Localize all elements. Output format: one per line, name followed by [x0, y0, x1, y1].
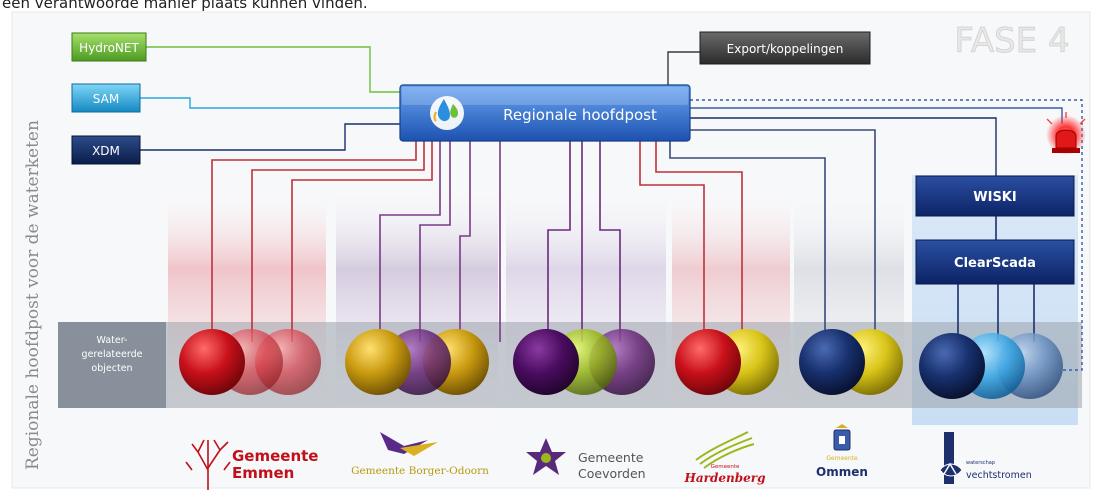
connector-alarm-dashed — [690, 99, 1083, 371]
alarm-light-icon — [1046, 112, 1086, 155]
objects-label-line3: objecten — [91, 363, 132, 374]
wiski-box[interactable]: WISKI — [915, 175, 1075, 217]
sphere-hardenberg-1 — [675, 329, 741, 395]
clearscada-box[interactable]: ClearScada — [915, 239, 1075, 285]
water-drops-icon — [430, 96, 464, 130]
logo-emmen-line2: Emmen — [232, 464, 294, 482]
logo-hardenberg-line1: Gemeente — [711, 464, 740, 470]
connector-xdm — [140, 123, 400, 151]
objects-label-line1: Water- — [97, 335, 128, 346]
crest-icon — [833, 424, 851, 451]
hub-label: Regionale hoofdpost — [503, 106, 657, 124]
logo-vechtstromen-line1: waterschap — [966, 460, 995, 466]
star-icon — [526, 438, 566, 475]
objects-label-line2: gerelateerde — [82, 349, 143, 360]
xdm-label: XDM — [92, 144, 120, 158]
tree-icon — [185, 439, 231, 490]
sphere-ommen-1 — [799, 329, 865, 395]
objects-label-box — [58, 322, 166, 408]
sphere-vechtstromen-1 — [919, 333, 985, 399]
sphere-borger-1 — [345, 329, 411, 395]
xdm-box[interactable]: XDM — [71, 135, 141, 165]
hydronet-label: HydroNET — [79, 41, 139, 55]
side-title: Regionale hoofdpost voor de waterketen — [23, 120, 43, 470]
hub-box[interactable]: Regionale hoofdpost — [399, 84, 691, 142]
logo-emmen: Gemeente Emmen — [185, 439, 318, 490]
connector-sam — [140, 97, 400, 109]
logo-borger-odoorn: Gemeente Borger-Odoorn — [351, 432, 489, 477]
fields-icon — [695, 431, 755, 469]
waterboard-icon — [939, 432, 963, 484]
sphere-coevorden-1 — [513, 329, 579, 395]
logo-emmen-line1: Gemeente — [232, 447, 318, 465]
logo-coevorden: Gemeente Coevorden — [526, 438, 646, 481]
export-label: Export/koppelingen — [727, 42, 844, 56]
logo-coevorden-line1: Gemeente — [578, 450, 644, 465]
logo-ommen-line2: Ommen — [816, 465, 868, 479]
swoosh-icon — [380, 432, 428, 454]
phase-label: FASE 4 — [954, 21, 1069, 61]
connector-export — [667, 51, 700, 85]
wiski-label: WISKI — [973, 190, 1016, 205]
hydronet-box[interactable]: HydroNET — [71, 32, 147, 62]
connector-wiski — [690, 117, 997, 176]
logo-ommen-line1: Gemeente — [826, 455, 858, 462]
caption-text: een verantwoorde manier plaats kunnen vi… — [2, 0, 368, 12]
object-connectors — [211, 118, 1035, 342]
logo-borger-line1: Gemeente Borger-Odoorn — [351, 465, 489, 477]
connector-hydronet — [146, 46, 400, 93]
logo-hardenberg-line2: Hardenberg — [684, 471, 766, 485]
logo-hardenberg: Gemeente Hardenberg — [684, 431, 766, 485]
logo-vechtstromen-line2: vechtstromen — [966, 470, 1032, 481]
logo-ommen: Gemeente Ommen — [816, 424, 868, 479]
sphere-emmen-1 — [179, 329, 245, 395]
clearscada-label: ClearScada — [954, 256, 1036, 271]
logo-vechtstromen: waterschap vechtstromen — [939, 432, 1032, 484]
sam-box[interactable]: SAM — [71, 83, 141, 113]
logo-coevorden-line2: Coevorden — [578, 466, 646, 481]
sam-label: SAM — [93, 92, 119, 106]
export-box[interactable]: Export/koppelingen — [699, 31, 871, 65]
object-spheres — [179, 329, 1063, 399]
